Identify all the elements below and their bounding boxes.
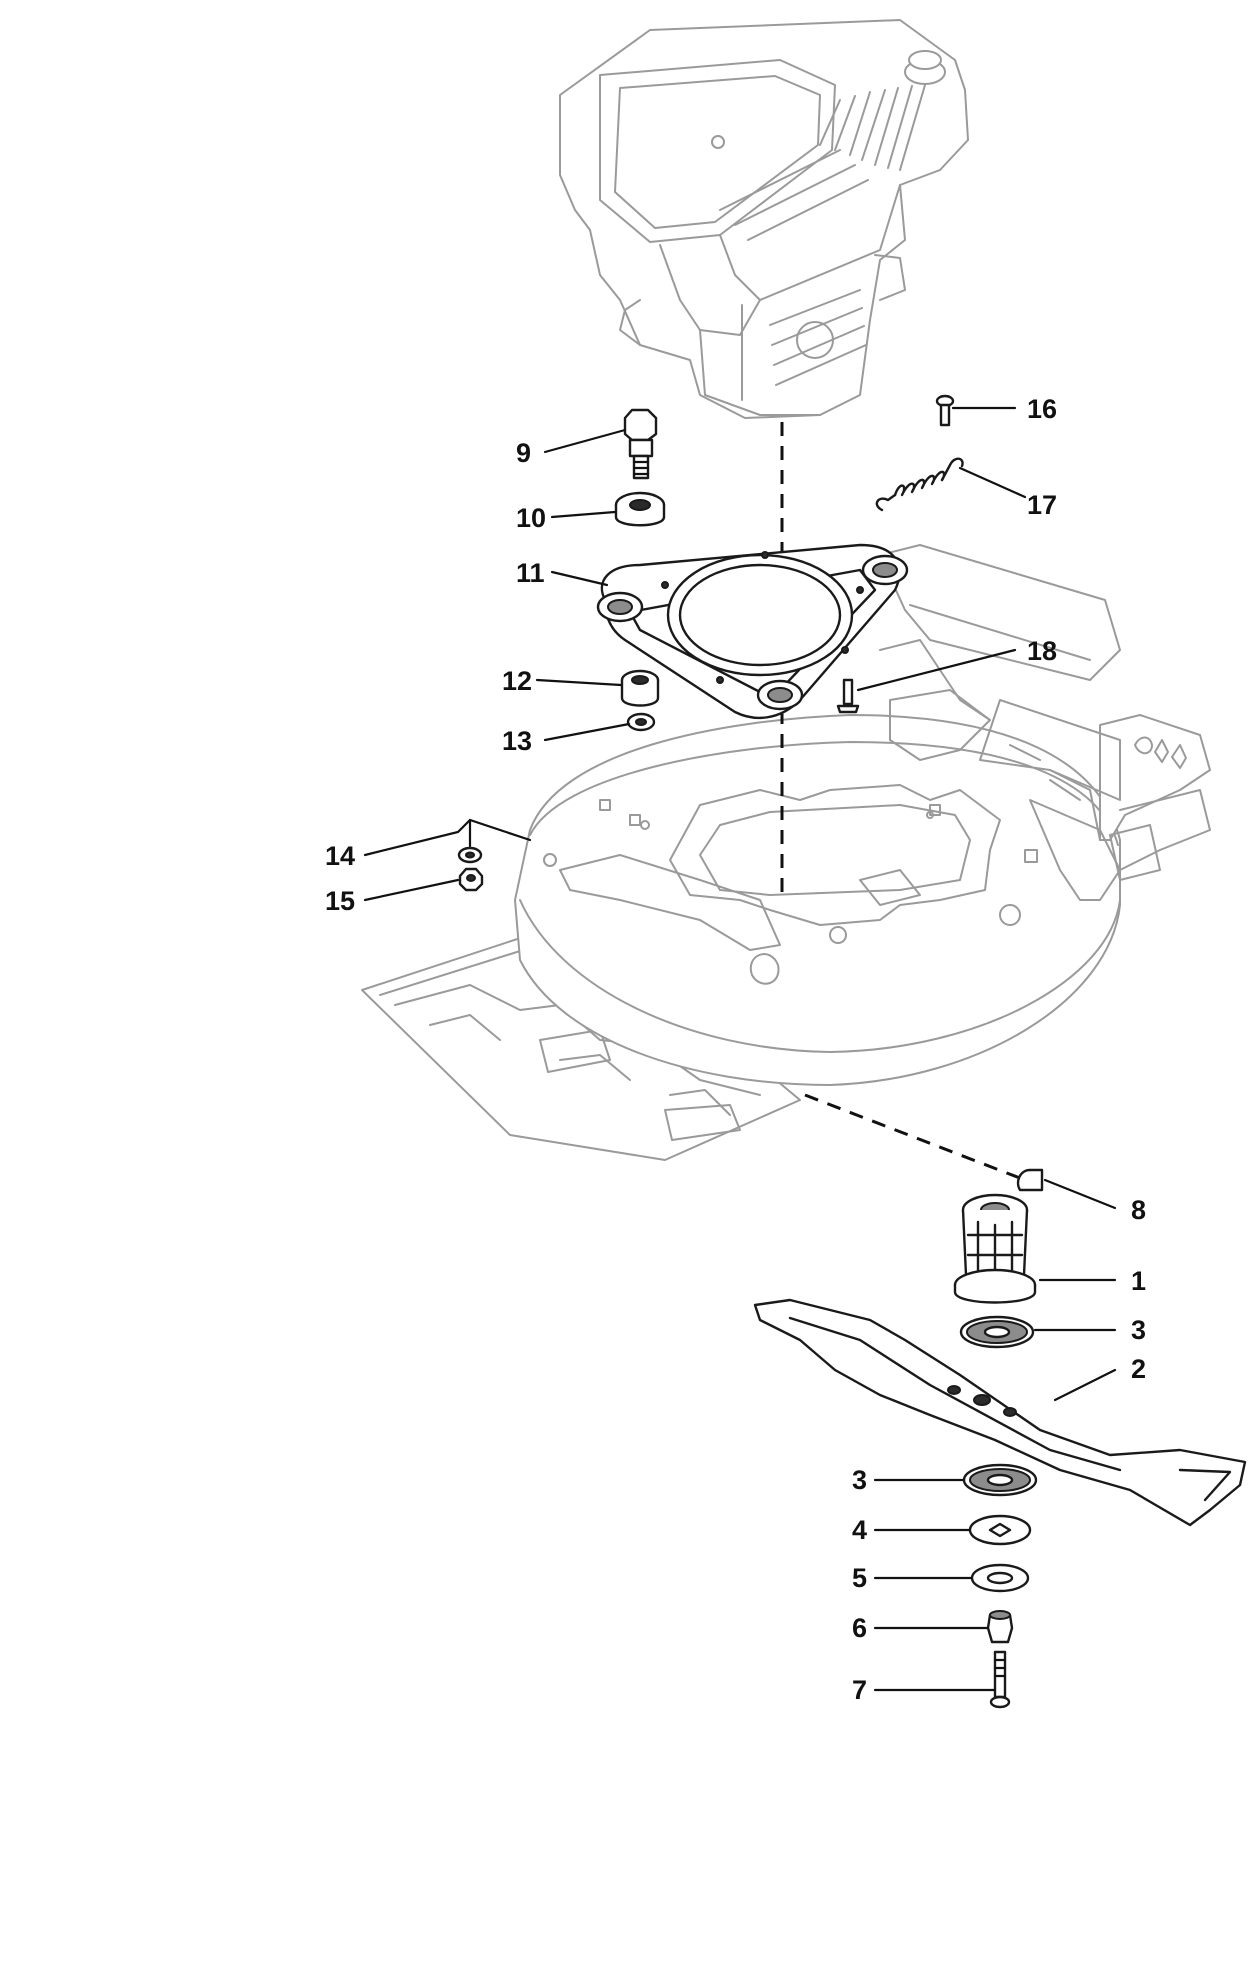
part-14-washer: [457, 846, 483, 864]
leader-13: [543, 722, 631, 742]
part-12-bush: [620, 669, 660, 707]
part-3-washer-lower: [962, 1463, 1038, 1497]
part-4-washer: [968, 1514, 1032, 1546]
leader-11: [550, 570, 609, 587]
callout-11: 11: [516, 558, 545, 588]
callout-10: 10: [516, 503, 546, 533]
leader-14: [363, 818, 532, 857]
part-1-blade-hub: [953, 1193, 1037, 1304]
callout-1: 1: [1131, 1266, 1146, 1296]
leader-8: [1043, 1178, 1117, 1210]
part-16-screw: [935, 394, 955, 427]
part-2-blade: [753, 1298, 1247, 1527]
callout-5: 5: [852, 1563, 867, 1593]
callout-16: 16: [1027, 394, 1057, 424]
callout-9: 9: [516, 438, 531, 468]
mower-deck-illustration: [361, 544, 1211, 1161]
leader-15: [363, 878, 460, 902]
part-13-washer: [626, 712, 656, 732]
part-6-nut: [986, 1610, 1014, 1644]
part-7-bolt: [989, 1650, 1011, 1709]
callout-18: 18: [1027, 636, 1057, 666]
leader-2: [1053, 1368, 1117, 1402]
callout-6: 6: [852, 1613, 867, 1643]
part-11-mounting-plate: [596, 543, 909, 719]
callout-17: 17: [1027, 490, 1057, 520]
callout-14: 14: [325, 841, 355, 871]
leader-18: [856, 648, 1017, 692]
engine-illustration: [559, 19, 969, 419]
part-10-spacer: [614, 491, 666, 527]
callout-2: 2: [1131, 1354, 1146, 1384]
part-8-key: [1016, 1168, 1044, 1192]
callout-4: 4: [852, 1515, 867, 1545]
callout-3-upper: 3: [1131, 1315, 1146, 1345]
leader-9: [543, 428, 627, 454]
callout-8: 8: [1131, 1195, 1146, 1225]
leader-lines: [363, 406, 1117, 1692]
callout-3-lower: 3: [852, 1465, 867, 1495]
part-5-spring-washer: [970, 1563, 1030, 1593]
leader-12: [535, 678, 623, 687]
callout-15: 15: [325, 886, 355, 916]
part-17-spring: [875, 457, 964, 512]
assembly-axis-lower: [804, 1093, 1026, 1182]
part-18-screw: [836, 678, 860, 714]
leader-17: [958, 466, 1027, 499]
callout-7: 7: [852, 1675, 867, 1705]
callout-labels: 1 2 3 3 4 5 6 7 8 9 10 11 12 13 14 15 16…: [325, 394, 1146, 1705]
callout-13: 13: [502, 726, 532, 756]
part-9-bolt: [623, 408, 658, 480]
callout-12: 12: [502, 666, 532, 696]
part-3-washer-upper: [959, 1315, 1035, 1349]
leader-10: [550, 510, 617, 519]
part-15-nut: [458, 867, 484, 892]
